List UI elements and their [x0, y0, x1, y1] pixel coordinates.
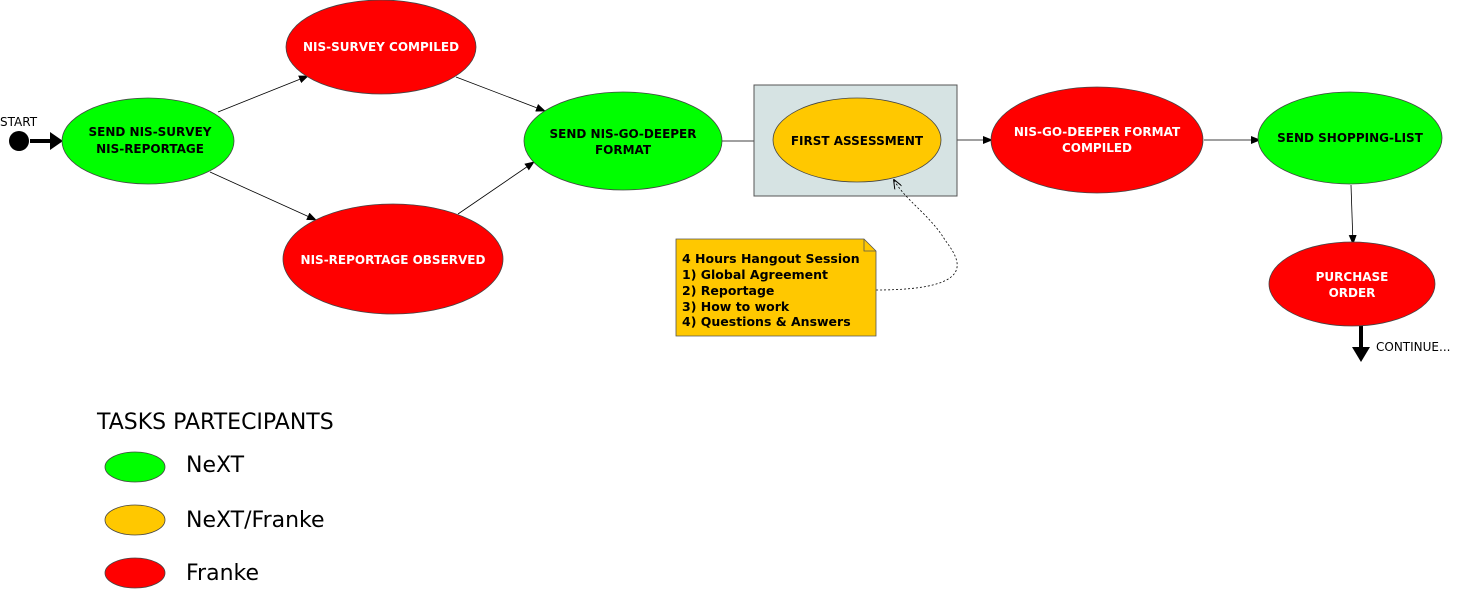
node-first-assessment-label: FIRST ASSESSMENT [791, 134, 924, 148]
start-dot [9, 131, 29, 151]
edge-send-survey-to-reportage-observed [209, 171, 317, 221]
node-send-nis-go-deeper-line1: SEND NIS-GO-DEEPER [550, 127, 697, 141]
node-send-shopping-list-shape [1257, 91, 1443, 185]
legend-label-next-franke: NeXT/Franke [186, 508, 325, 533]
node-send-shopping-list-label: SEND SHOPPING-LIST [1277, 131, 1424, 145]
node-purchase-order[interactable]: PURCHASE ORDER [1268, 241, 1436, 327]
node-send-nis-survey-shape [61, 97, 235, 185]
continue-arrow-head [1352, 347, 1370, 362]
session-note-fold [863, 239, 876, 252]
node-nis-reportage-observed-shape [282, 203, 504, 315]
node-send-nis-survey-line2: NIS-REPORTAGE [96, 142, 204, 156]
edge-reportage-to-go-deeper [457, 161, 535, 215]
edge-send-survey-to-survey-compiled [217, 75, 309, 113]
legend-label-next: NeXT [186, 453, 245, 478]
session-note-line-4: 3) How to work [682, 299, 790, 314]
edge-survey-compiled-to-go-deeper [455, 76, 546, 112]
node-nis-go-deeper-compiled-line1: NIS-GO-DEEPER FORMAT [1014, 125, 1181, 139]
session-note-shape [675, 238, 877, 337]
legend: TASKS PARTECIPANTS NeXT NeXT/Franke Fran… [96, 410, 334, 589]
node-nis-go-deeper-compiled-line2: COMPILED [1062, 141, 1132, 155]
node-send-nis-go-deeper-shape [523, 91, 723, 191]
node-purchase-order-line2: ORDER [1329, 286, 1376, 300]
legend-swatch-next [104, 451, 166, 483]
node-nis-go-deeper-compiled[interactable]: NIS-GO-DEEPER FORMAT COMPILED [990, 86, 1204, 194]
node-purchase-order-shape [1268, 241, 1436, 327]
session-note-line-1: 4 Hours Hangout Session [682, 251, 860, 266]
legend-swatch-next-franke [104, 504, 166, 536]
legend-swatch-franke [104, 557, 166, 589]
session-note-line-3: 2) Reportage [682, 283, 774, 298]
start-arrow-head [50, 132, 63, 150]
session-note: 4 Hours Hangout Session 1) Global Agreem… [675, 238, 877, 337]
node-first-assessment[interactable]: FIRST ASSESSMENT [772, 97, 942, 183]
node-send-nis-survey[interactable]: SEND NIS-SURVEY NIS-REPORTAGE [61, 97, 235, 185]
node-nis-go-deeper-compiled-shape [990, 86, 1204, 194]
node-nis-survey-compiled[interactable]: NIS-SURVEY COMPILED [285, 0, 477, 95]
session-note-line-5: 4) Questions & Answers [682, 314, 851, 329]
node-nis-survey-compiled-shape [285, 0, 477, 95]
node-send-shopping-list[interactable]: SEND SHOPPING-LIST [1257, 91, 1443, 185]
node-send-nis-go-deeper[interactable]: SEND NIS-GO-DEEPER FORMAT [523, 91, 723, 191]
session-note-line-2: 1) Global Agreement [682, 267, 828, 282]
node-nis-survey-compiled-label: NIS-SURVEY COMPILED [303, 40, 459, 54]
node-nis-reportage-observed-label: NIS-REPORTAGE OBSERVED [301, 253, 486, 267]
node-send-nis-go-deeper-line2: FORMAT [595, 143, 652, 157]
edge-shopping-list-to-purchase-order [1348, 184, 1357, 245]
continue-label: CONTINUE... [1376, 340, 1450, 354]
node-purchase-order-line1: PURCHASE [1316, 270, 1389, 284]
start-label: START [0, 115, 38, 129]
node-send-nis-survey-line1: SEND NIS-SURVEY [89, 125, 212, 139]
legend-title: TASKS PARTECIPANTS [96, 410, 334, 435]
legend-label-franke: Franke [186, 561, 259, 586]
node-nis-reportage-observed[interactable]: NIS-REPORTAGE OBSERVED [282, 203, 504, 315]
node-first-assessment-shape [772, 97, 942, 183]
note-connector [875, 180, 958, 291]
